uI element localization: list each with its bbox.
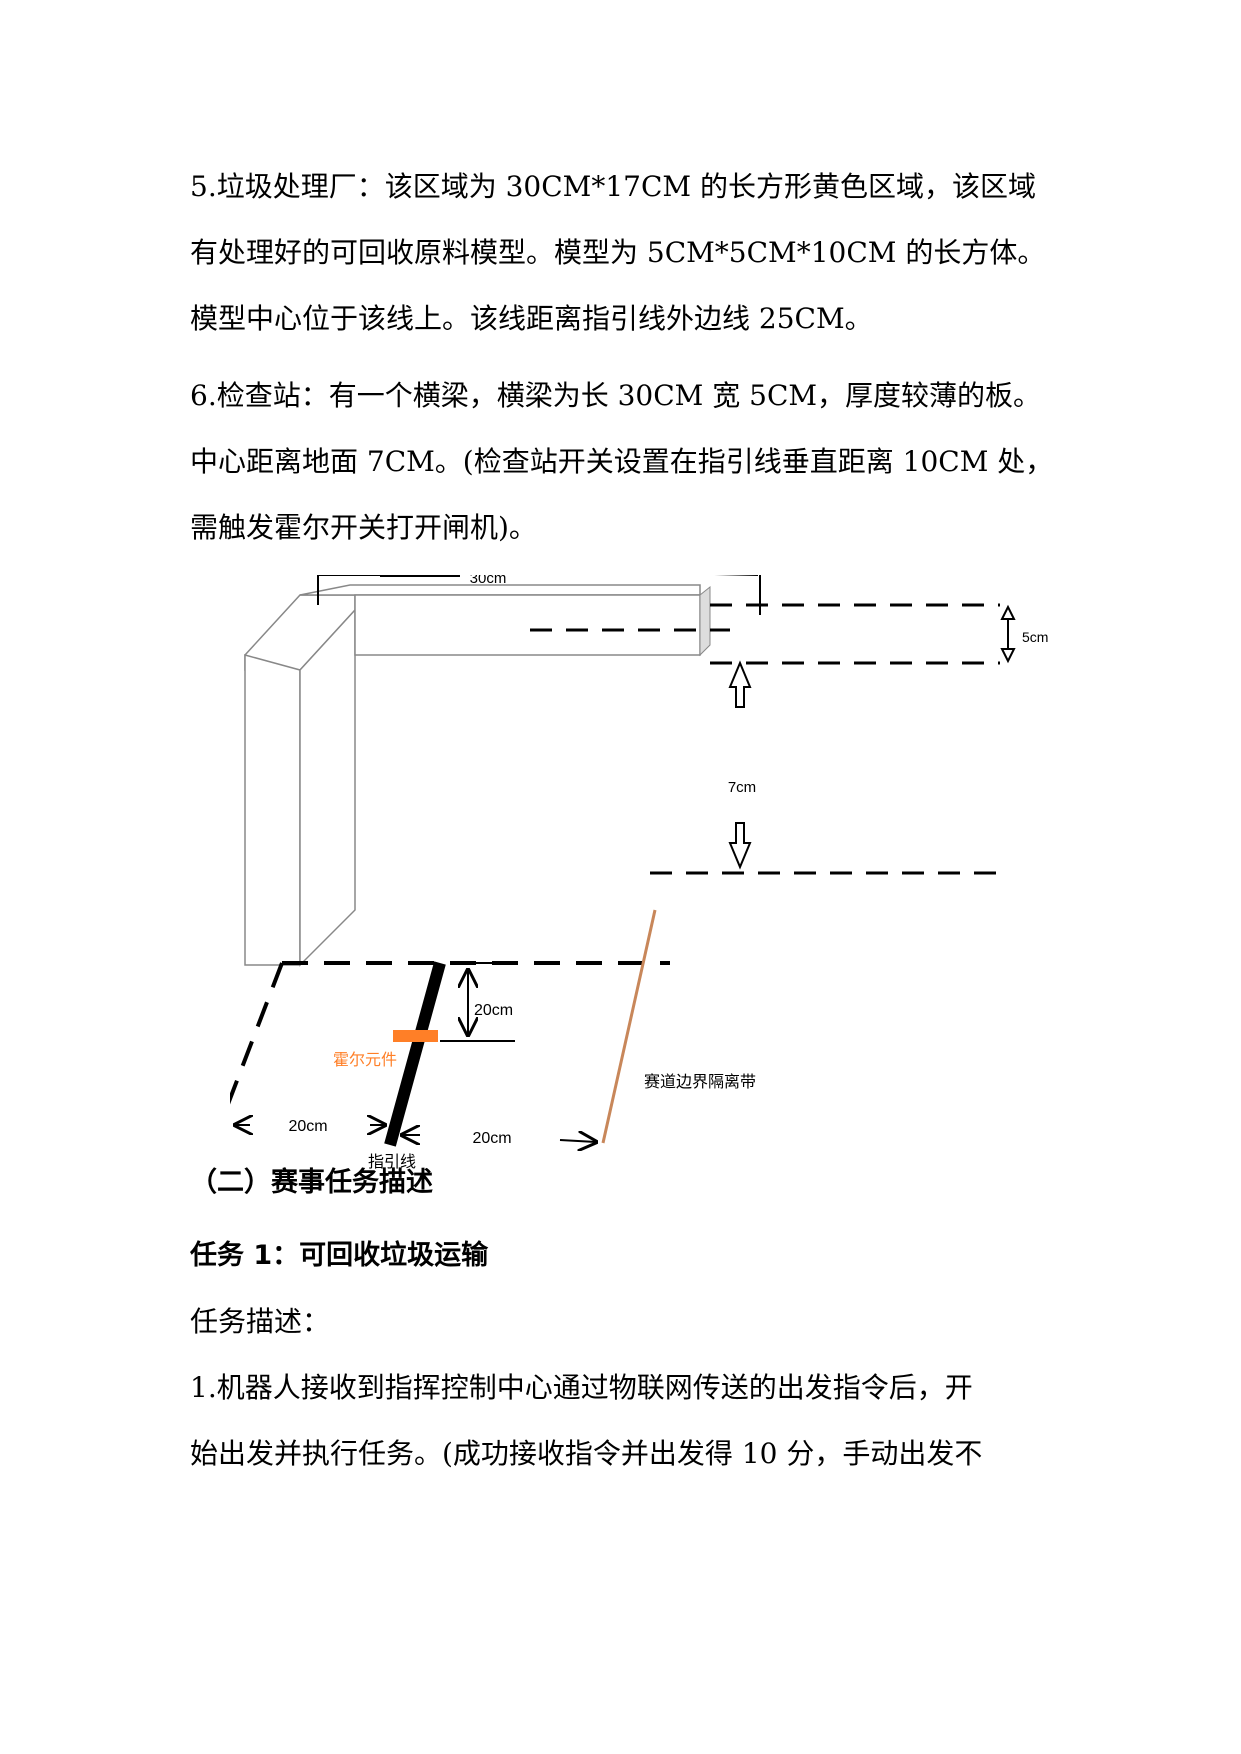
label-20cm-right: 20cm [472, 1130, 511, 1147]
label-guide-line: 指引线 [368, 1153, 416, 1171]
dimension-7cm: 7cm [728, 660, 756, 870]
paragraph-5-line-3: 模型中心位于该线上。该线距离指引线外边线 25CM。 [190, 302, 873, 335]
dimension-20cm-vertical: 20cm [440, 962, 515, 1042]
dimension-30cm: 30cm [317, 575, 761, 615]
dimension-5cm: 5cm [1000, 604, 1048, 664]
label-track-boundary: 赛道边界隔离带 [644, 1072, 756, 1091]
paragraph-6-line-3: 需触发霍尔开关打开闸机)。 [190, 511, 537, 544]
hall-element [393, 1030, 438, 1042]
task-line-1: 1.机器人接收到指挥控制中心通过物联网传送的出发指令后，开 [190, 1371, 973, 1404]
guide-line [384, 961, 446, 1147]
checkpoint-diagram: 30cm 5cm 7cm 霍尔元件 20cm 赛道边界隔离带 [230, 575, 1048, 1171]
paragraph-5-line-1: 5.垃圾处理厂：该区域为 30CM*17CM 的长方形黄色区域，该区域 [190, 170, 1036, 203]
task-description-label: 任务描述： [190, 1305, 331, 1338]
label-20cm-vertical: 20cm [474, 1002, 513, 1019]
beam-3d-board [299, 584, 711, 657]
paragraph-6-line-1: 6.检查站：有一个横梁，横梁为长 30CM 宽 5CM，厚度较薄的板。 [190, 379, 1042, 412]
paragraph-6-line-2: 中心距离地面 7CM。(检查站开关设置在指引线垂直距离 10CM 处， [190, 445, 1054, 478]
label-7cm: 7cm [728, 779, 756, 796]
label-20cm-left: 20cm [288, 1118, 327, 1135]
task-line-2: 始出发并执行任务。(成功接收指令并出发得 10 分，手动出发不 [190, 1437, 983, 1470]
dimension-20cm-right: 20cm [402, 1130, 596, 1147]
beam-dashed-lines [530, 603, 1000, 665]
label-30cm: 30cm [470, 575, 507, 587]
post-3d-board [244, 594, 356, 967]
dimension-20cm-left: 20cm [235, 1118, 385, 1135]
track-dashed-outline [230, 961, 670, 1105]
label-hall-element: 霍尔元件 [333, 1051, 397, 1069]
task-title: 任务 1：可回收垃圾运输 [190, 1240, 489, 1271]
paragraph-5-line-2: 有处理好的可回收原料模型。模型为 5CM*5CM*10CM 的长方体。 [190, 236, 1046, 269]
label-5cm: 5cm [1022, 629, 1048, 645]
track-boundary-strip [601, 909, 657, 1144]
section-heading: （二）赛事任务描述 [190, 1167, 433, 1198]
